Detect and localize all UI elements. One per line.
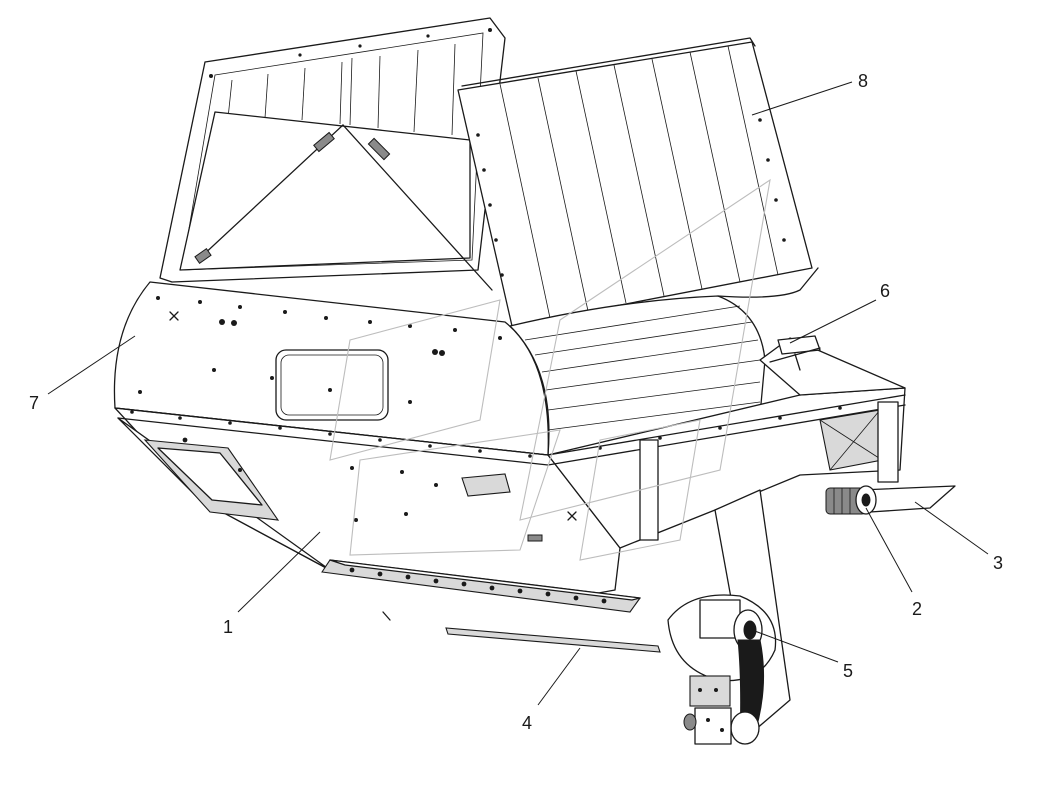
belt-drive-assembly: [667, 489, 791, 745]
callout-4: 4: [522, 713, 532, 733]
leader-5: [751, 629, 839, 663]
side-wall-panel: [113, 281, 549, 456]
callout-5: 5: [843, 661, 853, 681]
leader-4: [537, 647, 581, 706]
bottom-flange: [321, 559, 661, 653]
auger-drive-pulley: [825, 485, 877, 515]
leader-3: [914, 501, 989, 555]
leader-7: [47, 335, 136, 395]
fill-level-sensor: [769, 335, 821, 371]
watermark-outline: [329, 178, 771, 561]
hopper-curved-top: [509, 267, 819, 456]
callout-3: 3: [993, 553, 1003, 573]
hopper-body: [114, 407, 621, 601]
callout-labels: 1 2 3 4 5 6 7 8: [29, 71, 1003, 733]
right-lid-panel: [457, 37, 813, 327]
left-lid-frame: [159, 17, 506, 291]
callout-7: 7: [29, 393, 39, 413]
callout-6: 6: [880, 281, 890, 301]
callout-1: 1: [223, 617, 233, 637]
leader-1: [237, 531, 321, 613]
leader-8: [751, 81, 853, 116]
callout-leaders: [47, 81, 989, 706]
callout-2: 2: [912, 599, 922, 619]
callout-8: 8: [858, 71, 868, 91]
leader-6: [789, 299, 877, 344]
leader-2: [865, 507, 913, 593]
